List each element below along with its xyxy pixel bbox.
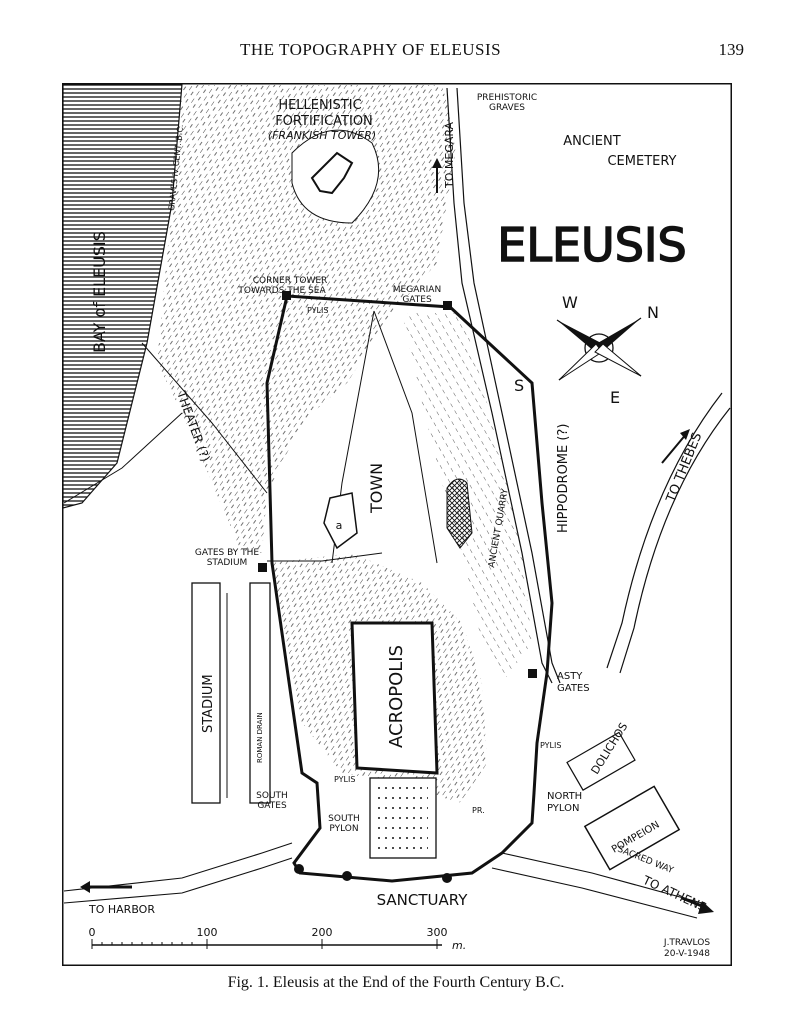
eleusis-map: ELEUSIS BAY of ELEUSIS HELLENISTIC FORTI… <box>62 83 732 966</box>
frankish-tower <box>310 151 354 195</box>
arrow-thebes-head-icon <box>680 429 690 440</box>
pompeion-building <box>583 785 681 871</box>
scale-tick-0: 0 <box>89 926 96 939</box>
label-pylis-south: PYLIS <box>334 775 355 784</box>
compass-rose-icon <box>556 317 642 381</box>
label-south: SOUTH <box>256 791 288 801</box>
label-building-a: a <box>336 519 343 532</box>
label-ancient: ANCIENT <box>563 134 620 149</box>
tower-s1 <box>342 871 352 881</box>
dolichos-box <box>566 731 636 791</box>
scale-bar <box>91 939 442 949</box>
compass-w: W <box>562 293 578 312</box>
label-acropolis: ACROPOLIS <box>386 645 407 748</box>
label-north: NORTH <box>547 791 582 802</box>
tower-sw <box>294 864 304 874</box>
label-gates-by: GATES BY THE <box>195 548 259 558</box>
label-towards-sea: TOWARDS THE SEA <box>237 286 326 296</box>
road-megara-e <box>456 87 561 684</box>
sacred-way-s <box>491 867 698 919</box>
compass-e: E <box>610 388 620 407</box>
running-head: THE TOPOGRAPHY OF ELEUSIS 139 <box>0 40 792 64</box>
label-megarian: MEGARIAN <box>393 285 441 295</box>
stadium-track-east <box>249 582 271 804</box>
bay-water <box>62 83 183 509</box>
label-to-megara: TO MEGARA <box>443 121 456 189</box>
asty-gate-marker <box>528 669 537 678</box>
arrow-harbor-head-icon <box>80 881 90 893</box>
telesterion <box>369 777 437 859</box>
scale-unit: m. <box>452 939 466 952</box>
label-cemetery: CEMETERY <box>607 154 676 169</box>
scale-tick-300: 300 <box>427 926 448 939</box>
label-hippodrome: HIPPODROME (?) <box>556 424 571 533</box>
road-megara-w <box>446 87 553 684</box>
scale-tick-100: 100 <box>197 926 218 939</box>
hillside-north <box>157 85 457 553</box>
label-north-pylon: PYLON <box>547 803 580 814</box>
megarian-gate-marker <box>443 301 452 310</box>
road-west <box>141 342 268 494</box>
label-pr: PR. <box>472 806 485 815</box>
label-hellenistic: HELLENISTIC <box>278 98 361 113</box>
figure-caption: Fig. 1. Eleusis at the End of the Fourth… <box>227 974 565 991</box>
scale-tick-200: 200 <box>312 926 333 939</box>
label-corner-tower: CORNER TOWER <box>253 276 328 286</box>
label-roman-drain: ROMAN DRAIN <box>256 712 264 763</box>
ancient-quarry <box>446 478 473 549</box>
city-wall <box>265 294 554 883</box>
building-a <box>323 492 358 550</box>
running-head-title: THE TOPOGRAPHY OF ELEUSIS <box>240 40 502 59</box>
label-fortification: FORTIFICATION <box>275 114 373 129</box>
label-graves: GRAVES <box>489 103 525 113</box>
road-thebes-w <box>606 392 723 669</box>
map-title: ELEUSIS <box>497 218 686 272</box>
map-figure: ELEUSIS BAY of ELEUSIS HELLENISTIC FORTI… <box>62 83 732 966</box>
compass-s: S <box>514 376 524 395</box>
label-stadium: STADIUM <box>201 674 216 733</box>
label-sanctuary: SANCTUARY <box>377 891 469 909</box>
arrow-megara-head-icon <box>432 158 442 168</box>
stadium-track-west <box>191 582 221 804</box>
label-gates-stadium: STADIUM <box>207 558 248 568</box>
label-bay: BAY of ELEUSIS <box>90 231 109 353</box>
label-prehistoric: PREHISTORIC <box>477 93 537 103</box>
arrow-thebes-icon <box>661 432 688 464</box>
sacred-way-n <box>501 852 703 904</box>
acropolis-wall <box>350 621 439 775</box>
corner-tower-marker <box>282 291 291 300</box>
page-number: 139 <box>718 40 745 59</box>
label-south-pylon-2: PYLON <box>329 824 358 834</box>
road-stadium <box>267 552 383 562</box>
arrow-athens-head-icon <box>698 901 714 914</box>
label-south-gates: GATES <box>257 801 287 811</box>
author-credit: J.TRAVLOS <box>663 938 710 948</box>
label-asty-gates: GATES <box>557 683 590 694</box>
date-credit: 20-V-1948 <box>664 949 710 959</box>
tower-s2 <box>442 873 452 883</box>
road-harbor-s <box>63 857 293 904</box>
town-road-2 <box>373 310 438 564</box>
label-town: TOWN <box>367 463 386 514</box>
road-thebes-e <box>619 407 731 674</box>
label-south-pylon-1: SOUTH <box>328 814 360 824</box>
label-to-harbor: TO HARBOR <box>88 903 155 916</box>
road-harbor-n <box>63 842 293 892</box>
label-frankish: (FRANKISH TOWER) <box>268 129 376 142</box>
road-shore <box>63 412 183 504</box>
label-pylis-north: PYLIS <box>307 306 328 315</box>
label-asty: ASTY <box>557 671 583 682</box>
label-megarian-gates: GATES <box>402 295 432 305</box>
label-pylis-east: PYLIS <box>540 741 561 750</box>
stadium-gate-marker <box>258 563 267 572</box>
compass-n: N <box>647 303 659 322</box>
